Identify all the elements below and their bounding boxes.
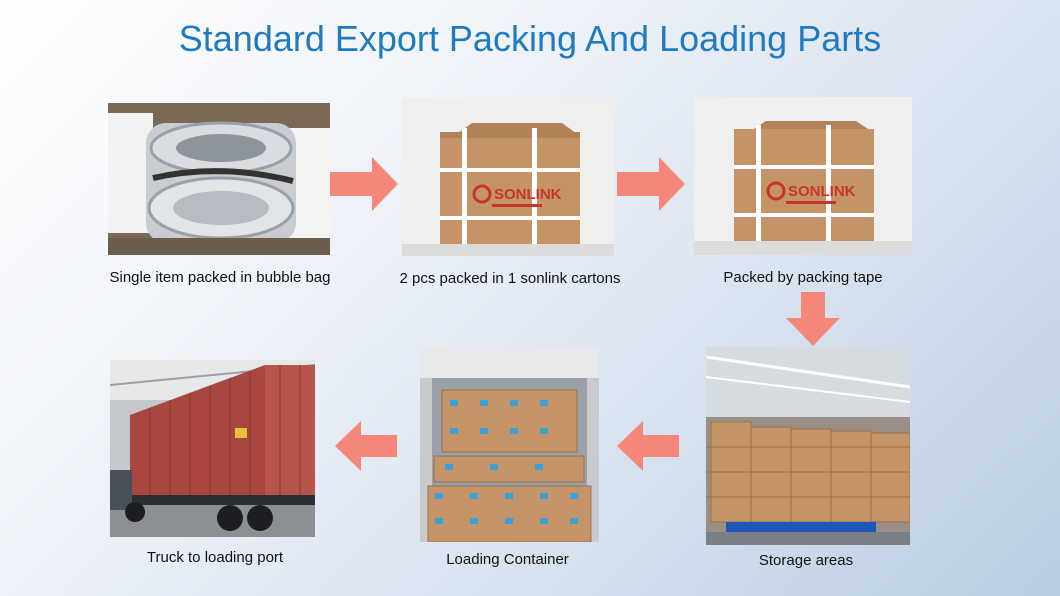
caption-bubble-bag: Single item packed in bubble bag (109, 269, 331, 286)
caption-packed-tape: Packed by packing tape (723, 269, 883, 286)
arrow-left-icon (335, 421, 397, 476)
caption-carton: 2 pcs packed in 1 sonlink cartons (399, 270, 621, 287)
page-title: Standard Export Packing And Loading Part… (178, 18, 882, 59)
arrow-left-icon (617, 421, 679, 476)
photo-bubble-bag (108, 103, 330, 255)
caption-truck: Truck to loading port (146, 549, 284, 566)
photo-packed-tape: SONLINK (694, 97, 912, 255)
photo-storage-areas (706, 347, 910, 545)
photo-truck (110, 360, 315, 537)
arrow-right-icon (617, 157, 687, 216)
arrow-right-icon (330, 157, 400, 216)
sonlink-logo-text: SONLINK (788, 183, 856, 200)
photo-loading-container (420, 348, 599, 542)
sonlink-logo-text: SONLINK (494, 186, 562, 203)
arrow-down-icon (786, 292, 840, 351)
caption-loading-container: Loading Container (446, 551, 569, 568)
caption-storage: Storage areas (758, 552, 854, 569)
photo-sonlink-carton: SONLINK (402, 98, 614, 256)
